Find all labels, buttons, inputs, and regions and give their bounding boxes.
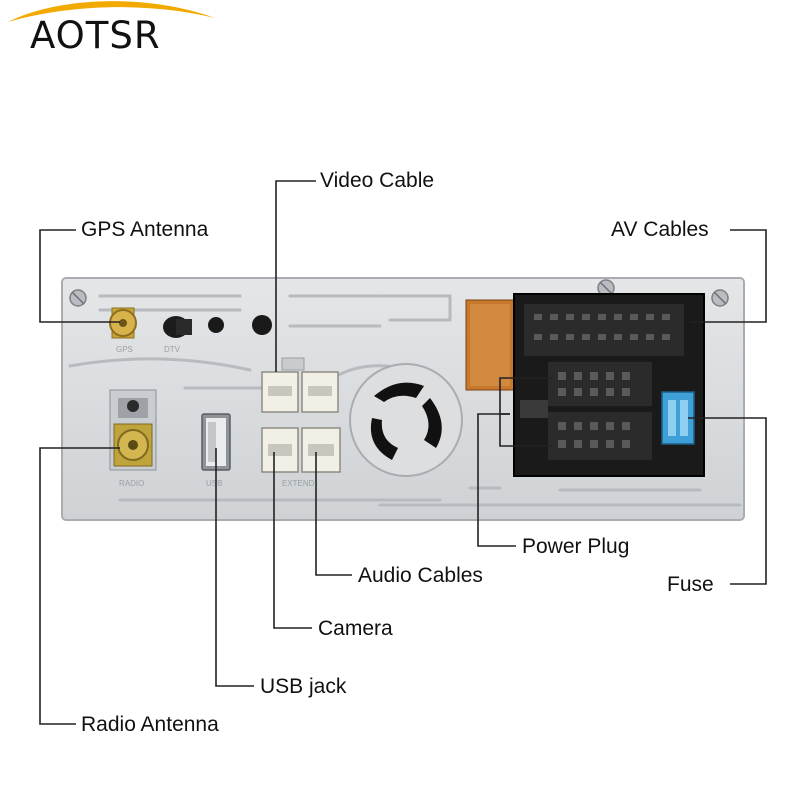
label-audio-cables: Audio Cables — [358, 564, 483, 587]
extend-mark: EXTEND — [282, 479, 315, 488]
label-gps-antenna: GPS Antenna — [81, 218, 209, 241]
leader-usb-jack — [215, 448, 254, 687]
leader-gps-antenna — [39, 229, 120, 323]
power-plug-bracket — [499, 377, 552, 447]
leader-power-plug — [477, 413, 516, 547]
label-av-cables: AV Cables — [611, 218, 709, 241]
iso-power-connector — [513, 293, 705, 477]
dtv-connector — [163, 315, 272, 338]
leader-camera — [273, 452, 312, 629]
label-video-cable: Video Cable — [320, 169, 435, 192]
usb-mark: USB — [206, 479, 222, 488]
leader-fuse — [688, 417, 767, 585]
iso-connector-pins — [534, 314, 670, 448]
leader-lines — [39, 180, 767, 725]
dtv-mark: DTV — [164, 345, 181, 354]
leader-video-cable — [275, 180, 316, 372]
brand-logo: AOTSR — [30, 14, 161, 57]
leader-av-cables — [690, 229, 767, 323]
leader-radio-antenna — [39, 447, 120, 725]
leader-audio-cables — [315, 452, 352, 576]
label-camera: Camera — [318, 617, 393, 640]
label-radio-antenna: Radio Antenna — [81, 713, 219, 736]
label-usb-jack: USB jack — [260, 675, 347, 698]
usb-jack — [201, 413, 231, 471]
brand-swoosh — [8, 1, 215, 22]
radio-mark: RADIO — [119, 479, 144, 488]
label-power-plug: Power Plug — [522, 535, 630, 558]
gps-mark: GPS — [116, 345, 133, 354]
radio-antenna-jack — [109, 389, 157, 471]
fan-grille — [349, 363, 463, 477]
label-fuse: Fuse — [667, 573, 714, 596]
gps-connector — [109, 307, 137, 339]
